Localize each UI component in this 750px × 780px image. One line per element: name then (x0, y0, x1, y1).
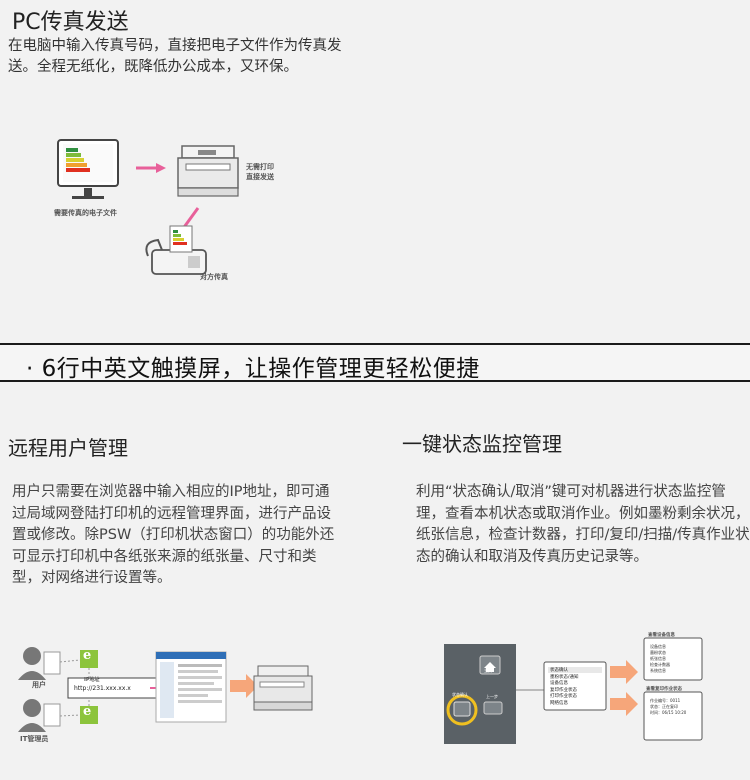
pc-fax-illustration: 需要传真的电子文件 无需打印 直接发送 对方传真 (48, 130, 308, 290)
browser-window-icon (155, 651, 227, 723)
fax-machine-icon (145, 225, 207, 275)
screen1-list: 设备信息 墨粉状态 纸张信息 检查计数器 系统信息 (650, 644, 670, 674)
admin-label: IT管理员 (20, 735, 49, 743)
address-label: IP地址 (84, 677, 100, 683)
section-description-remote: 用户只需要在浏览器中输入相应的IP地址，即可通过局域网登陆打印机的远程管理界面，… (12, 484, 335, 586)
remote-management-illustration: e e IP地址 http://231.xxx.xx.x 用户 IT管理员 (14, 640, 314, 750)
panel-home-label: 主页 (484, 668, 492, 673)
screen1-title: 查看设备信息 (648, 633, 675, 638)
arrow-right-icon (230, 674, 258, 698)
status-menu-list: 状态确认 墨粉状态/通知 设备信息 复印作业状态 打印作业状态 网络信息 (550, 668, 579, 707)
caption-remote-fax: 对方传真 (200, 273, 228, 281)
ie-glyph-top: e (83, 648, 92, 663)
menu-item[interactable]: 状态确认 (550, 668, 568, 673)
screen2-title: 查看复印作业状态 (646, 687, 682, 692)
section-title-status: 一键状态监控管理 (402, 432, 562, 456)
menu-item[interactable]: 设备信息 (550, 681, 568, 686)
section-description-status: 利用“状态确认/取消”键可对机器进行状态监控管理，查看本机状态或取消作业。例如墨… (416, 484, 750, 565)
browser-icon-top (80, 650, 98, 668)
remote-management-diagram (18, 647, 313, 732)
screen1-line: 设备信息 (650, 644, 666, 649)
admin-avatar-icon (18, 699, 61, 732)
caption-no-print: 无需打印 直接发送 (246, 163, 274, 181)
address-value: http://231.xxx.xx.x (74, 685, 131, 692)
section-title-pc-fax: PC传真发送 (12, 10, 129, 35)
panel-status-label: 状态确认 (452, 692, 468, 697)
printer-icon (177, 145, 239, 197)
panel-back-label: 上一步 (486, 694, 498, 699)
screen2-line: 时间：06/15 10:20 (650, 710, 687, 715)
section-description-pc-fax: 在电脑中输入传真号码，直接把电子文件作为传真发送。全程无纸化，既降低办公成本，又… (8, 38, 342, 75)
menu-item[interactable]: 网络信息 (550, 700, 568, 706)
screen1-line: 纸张信息 (650, 656, 666, 661)
copy-status-screen (643, 691, 703, 741)
ie-glyph-bottom: e (83, 704, 92, 719)
menu-item[interactable]: 打印作业状态 (550, 694, 577, 699)
status-monitor-illustration: 主页 状态确认 上一步 状态确认 墨粉状态/通知 设备信息 复印作业状态 打印作… (440, 632, 710, 750)
screen1-line: 系统信息 (650, 668, 666, 673)
banner-text: · 6行中英文触摸屏，让操作管理更轻松便捷 (26, 356, 480, 382)
menu-item[interactable]: 复印作业状态 (550, 687, 577, 693)
user-label: 用户 (32, 681, 46, 689)
screen2-line: 作业编号：0011 (650, 698, 681, 703)
screen2-list: 作业编号：0011 状态：正在复印 时间：06/15 10:20 (650, 698, 686, 716)
feature-banner: · 6行中英文触摸屏，让操作管理更轻松便捷 (0, 343, 750, 382)
printer-icon (253, 665, 313, 711)
screen1-line: 墨粉状态 (650, 650, 666, 655)
arrow-right-icon (136, 163, 166, 173)
arrow-right-icon (610, 660, 638, 684)
status-monitor-diagram (444, 637, 703, 744)
user-avatar-icon (18, 647, 61, 680)
menu-item[interactable]: 墨粉状态/通知 (550, 674, 579, 680)
monitor-icon (57, 139, 119, 199)
browser-icon-bottom (80, 706, 98, 724)
control-panel-icon (444, 644, 516, 744)
status-menu-screen (543, 661, 607, 711)
caption-pc-file: 需要传真的电子文件 (54, 209, 117, 217)
device-info-screen (643, 637, 703, 681)
pc-fax-diagram (57, 139, 239, 275)
arrow-right-icon (610, 692, 638, 716)
section-title-remote: 远程用户管理 (8, 436, 128, 460)
screen2-line: 状态：正在复印 (650, 704, 678, 709)
screen1-line: 检查计数器 (650, 662, 670, 667)
